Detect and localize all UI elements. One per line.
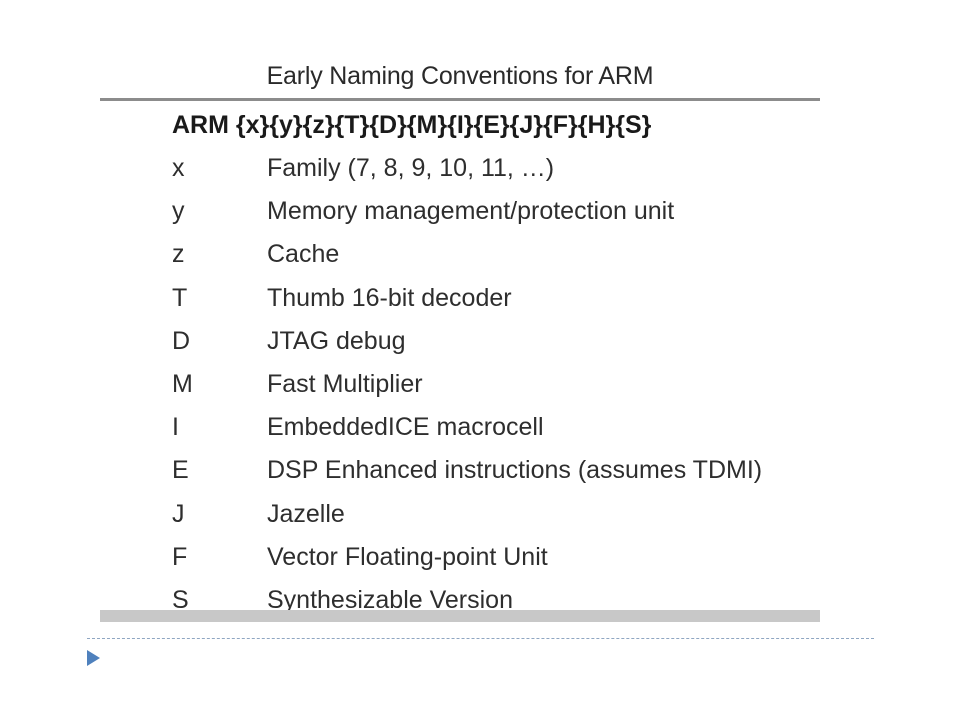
row-code: z: [172, 240, 185, 269]
row-description: Thumb 16-bit decoder: [267, 283, 512, 312]
table-row: J Jazelle: [172, 493, 812, 536]
triangle-bullet-icon: [87, 650, 100, 666]
table-row: z Cache: [172, 233, 812, 276]
row-code: E: [172, 456, 189, 485]
row-description: Synthesizable Version: [267, 585, 513, 614]
table-row: S Synthesizable Version: [172, 579, 812, 622]
table-row: E DSP Enhanced instructions (assumes TDM…: [172, 449, 812, 492]
row-code: S: [172, 585, 189, 614]
row-description: Memory management/protection unit: [267, 197, 675, 226]
row-description: EmbeddedICE macrocell: [267, 413, 544, 442]
row-description: Cache: [267, 240, 340, 269]
row-code: T: [172, 283, 188, 312]
row-description: Vector Floating-point Unit: [267, 542, 548, 571]
bottom-rule: [100, 610, 820, 622]
table-row: y Memory management/protection unit: [172, 190, 812, 233]
table-row: T Thumb 16-bit decoder: [172, 277, 812, 320]
table-row: F Vector Floating-point Unit: [172, 536, 812, 579]
table-row: D JTAG debug: [172, 320, 812, 363]
row-description: Jazelle: [267, 499, 345, 528]
top-rule: [100, 98, 820, 101]
row-code: y: [172, 197, 185, 226]
row-description: Fast Multiplier: [267, 370, 423, 399]
row-code: F: [172, 542, 188, 571]
table-row: x Family (7, 8, 9, 10, 11, …): [172, 147, 812, 190]
row-code: D: [172, 326, 191, 355]
row-description: Family (7, 8, 9, 10, 11, …): [267, 154, 555, 183]
table-row: I EmbeddedICE macrocell: [172, 406, 812, 449]
naming-pattern-header: ARM {x}{y}{z}{T}{D}{M}{I}{E}{J}{F}{H}{S}: [172, 111, 652, 139]
naming-rows: x Family (7, 8, 9, 10, 11, …) y Memory m…: [172, 147, 812, 622]
row-description: JTAG debug: [267, 326, 406, 355]
row-code: I: [172, 413, 179, 442]
footer-divider: [87, 638, 874, 639]
table-row: M Fast Multiplier: [172, 363, 812, 406]
naming-table: ARM {x}{y}{z}{T}{D}{M}{I}{E}{J}{F}{H}{S}…: [172, 104, 812, 622]
figure-caption: Early Naming Conventions for ARM: [266, 62, 654, 90]
row-code: J: [172, 499, 185, 528]
row-code: M: [172, 370, 193, 399]
row-description: DSP Enhanced instructions (assumes TDMI): [267, 456, 763, 485]
row-code: x: [172, 154, 185, 183]
